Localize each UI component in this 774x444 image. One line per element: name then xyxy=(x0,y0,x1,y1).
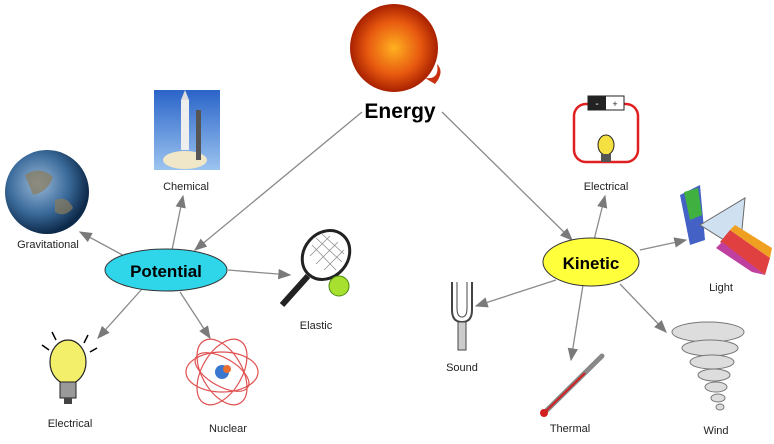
potential-node[interactable]: Potential xyxy=(104,248,228,292)
arrow-kinetic-wind xyxy=(619,283,667,333)
connectors xyxy=(78,111,688,362)
chemical-label: Chemical xyxy=(163,181,209,193)
thermometer-icon xyxy=(540,353,605,417)
kinetic-label: Kinetic xyxy=(563,254,620,273)
prism-icon xyxy=(680,185,772,275)
elastic-label: Elastic xyxy=(300,320,333,332)
arrow-kinetic-electrical xyxy=(593,194,608,241)
tennis-racquet-icon xyxy=(279,229,352,308)
thermal-label: Thermal xyxy=(550,423,590,435)
arrow-energy-kinetic xyxy=(441,111,573,241)
light-bulb-icon xyxy=(41,331,98,404)
arrow-kinetic-light xyxy=(639,237,688,251)
light-label: Light xyxy=(709,282,733,294)
tuning-fork-icon xyxy=(451,282,473,351)
earth-icon xyxy=(5,150,89,234)
atom-icon xyxy=(185,338,259,406)
gravitational-label: Gravitational xyxy=(17,239,79,251)
arrow-kinetic-thermal xyxy=(567,284,584,362)
arrow-potential-gravitational xyxy=(78,231,129,259)
sun-icon xyxy=(350,4,441,92)
sound-label: Sound xyxy=(446,362,478,374)
circuit-icon: - + xyxy=(572,95,640,164)
arrow-potential-elastic xyxy=(227,268,292,280)
arrow-kinetic-sound xyxy=(474,279,557,308)
svg-text:+: + xyxy=(612,99,617,109)
arrow-potential-nuclear xyxy=(179,291,211,340)
potential-label: Potential xyxy=(130,262,202,281)
energy-title: Energy xyxy=(364,100,436,123)
rocket-icon xyxy=(154,90,220,170)
arrow-potential-electrical xyxy=(97,288,143,339)
electrical-potential-label: Electrical xyxy=(48,418,93,430)
wind-label: Wind xyxy=(703,425,728,437)
kinetic-node[interactable]: Kinetic xyxy=(542,237,640,287)
arrow-energy-potential xyxy=(193,111,363,251)
tornado-icon xyxy=(671,321,745,411)
arrow-potential-chemical xyxy=(171,194,186,251)
nuclear-label: Nuclear xyxy=(209,423,247,435)
svg-text:-: - xyxy=(595,99,598,110)
electrical-kinetic-label: Electrical xyxy=(584,181,629,193)
